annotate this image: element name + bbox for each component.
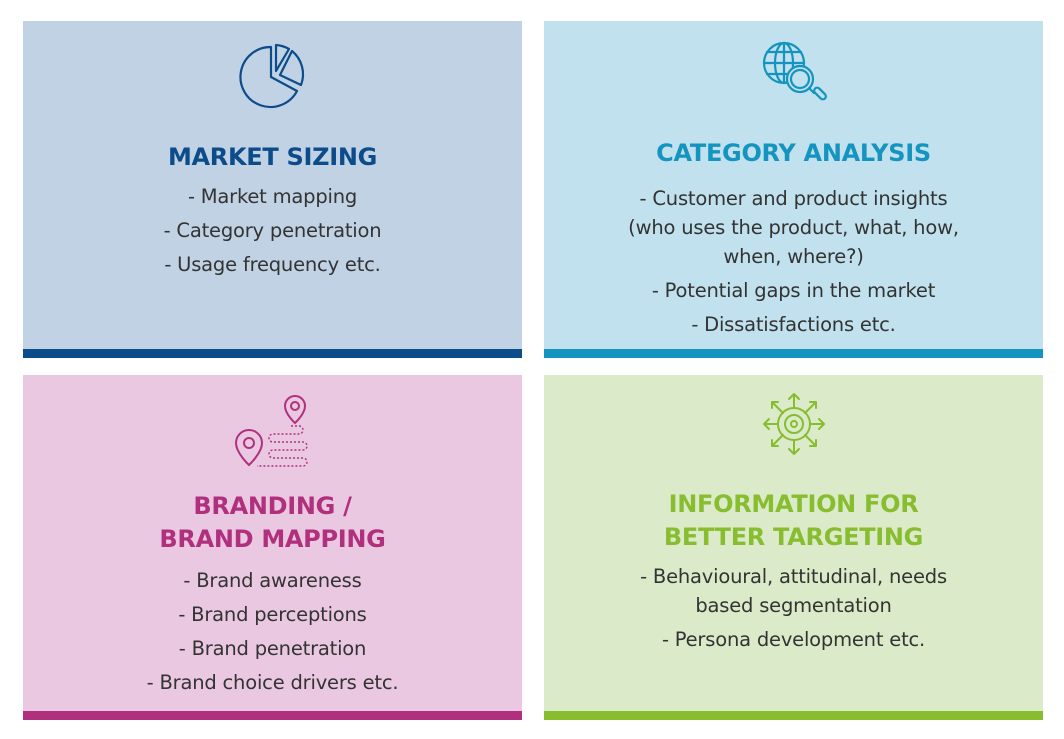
list-item: - Potential gaps in the market — [651, 279, 936, 302]
card-market-sizing: MARKET SIZING - Market mapping - Categor… — [23, 21, 522, 358]
card-item-list: - Brand awareness - Brand perceptions - … — [147, 566, 399, 702]
pie-chart-icon — [238, 43, 304, 109]
list-item: - Market mapping — [187, 185, 358, 208]
globe-search-icon — [762, 41, 827, 101]
target-arrows-icon — [762, 393, 825, 455]
list-item: - Brand choice drivers etc. — [146, 671, 399, 694]
map-pins-route-icon — [234, 394, 308, 467]
card-title: CATEGORY ANALYSIS — [656, 139, 931, 167]
card-category-analysis: CATEGORY ANALYSIS - Customer and product… — [544, 21, 1043, 358]
card-title: BRANDING / BRAND MAPPING — [159, 492, 386, 553]
list-item: - Dissatisfactions etc. — [691, 313, 896, 336]
card-title: INFORMATION FOR BETTER TARGETING — [663, 490, 924, 551]
list-item: - Customer and product insights (who use… — [628, 187, 959, 268]
card-targeting: INFORMATION FOR BETTER TARGETING - Behav… — [544, 375, 1043, 720]
list-item: - Behavioural, attitudinal, needs based … — [640, 565, 947, 617]
list-item: - Persona development etc. — [661, 628, 926, 651]
list-item: - Category penetration — [163, 219, 382, 242]
card-item-list: - Customer and product insights (who use… — [628, 184, 959, 344]
list-item: - Brand perceptions — [178, 603, 367, 626]
card-item-list: - Behavioural, attitudinal, needs based … — [640, 562, 947, 659]
list-item: - Brand awareness — [183, 569, 362, 592]
card-branding: BRANDING / BRAND MAPPING - Brand awarene… — [23, 375, 522, 720]
list-item: - Usage frequency etc. — [164, 253, 381, 276]
card-item-list: - Market mapping - Category penetration … — [164, 182, 382, 284]
card-title: MARKET SIZING — [167, 143, 378, 171]
list-item: - Brand penetration — [178, 637, 367, 660]
